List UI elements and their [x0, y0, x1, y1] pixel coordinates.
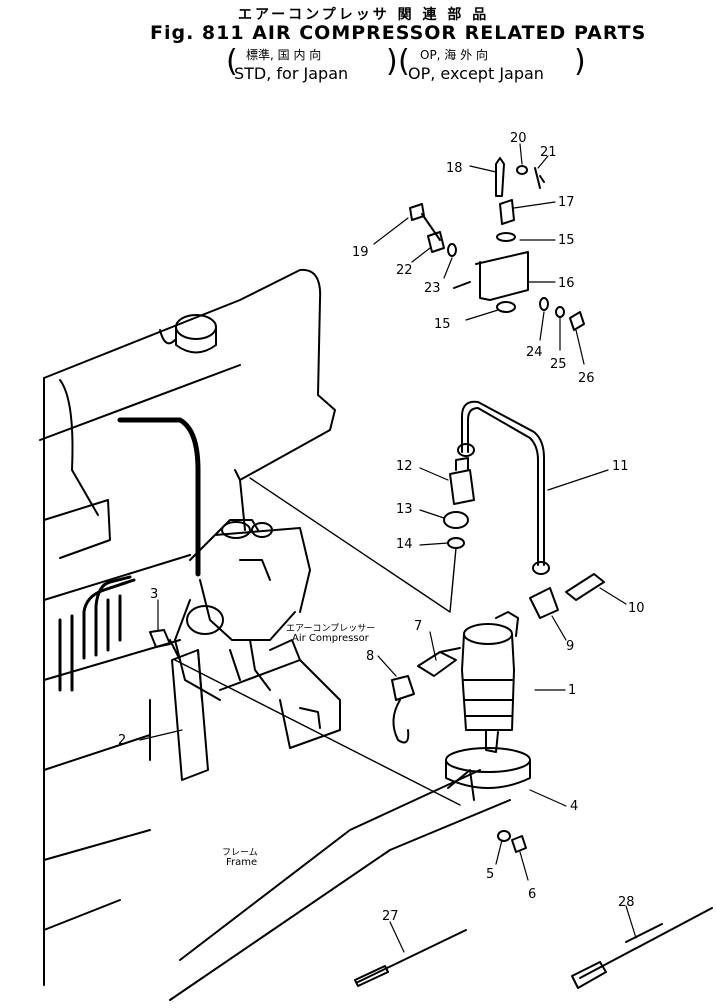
- air-compressor-caption-jp: エアーコンプレッサー: [286, 624, 376, 634]
- bracket-line: [174, 659, 461, 806]
- air-compressor-caption-en: Air Compressor: [292, 633, 369, 644]
- callout-20: 20: [510, 131, 527, 146]
- nut-13: [443, 511, 469, 529]
- coupler-7: [417, 647, 461, 677]
- callout-4: 4: [570, 799, 578, 814]
- washer-24: [539, 297, 549, 311]
- cotter-pin-21: [534, 167, 545, 189]
- subtitle-std-japan: STD, for Japan: [234, 64, 349, 83]
- drain-cock-8: [391, 675, 415, 744]
- callout-15-upper: 15: [558, 233, 575, 248]
- inlet-pipe: [117, 417, 201, 577]
- paren-open-right: (: [398, 44, 410, 79]
- leader-lines: [139, 143, 637, 953]
- pin-18: [495, 157, 505, 197]
- callout-14: 14: [396, 537, 413, 552]
- callout-6: 6: [528, 887, 536, 902]
- bolt-22: [427, 231, 445, 253]
- callout-28: 28: [618, 895, 635, 910]
- hose-line: [249, 477, 457, 613]
- nut-6: [511, 835, 527, 853]
- upper-bracket-16: [453, 251, 529, 301]
- callout-9: 9: [566, 639, 574, 654]
- band-clamp-4: [445, 747, 531, 801]
- callout-16: 16: [558, 276, 575, 291]
- engine-block-outline: [39, 268, 511, 1001]
- bracket-angle-2: [171, 649, 209, 781]
- fitting-10: [565, 573, 605, 601]
- washer-15-lower: [496, 301, 516, 313]
- callout-11: 11: [612, 459, 629, 474]
- elbow-9: [529, 587, 559, 619]
- paren-close-left: ): [386, 44, 398, 79]
- subtitle-japanese-left: 標準, 国 内 向: [246, 48, 322, 62]
- callout-15-lower: 15: [434, 317, 451, 332]
- callout-10: 10: [628, 601, 645, 616]
- tool-28: [571, 907, 713, 989]
- paren-open-left: (: [226, 44, 238, 79]
- washer-25: [555, 306, 565, 318]
- callout-8: 8: [366, 649, 374, 664]
- bolt-19: [409, 203, 441, 241]
- injection-pipes: [58, 575, 136, 692]
- tool-27: [354, 929, 467, 987]
- callout-26: 26: [578, 371, 595, 386]
- subtitle-op-export: OP, except Japan: [408, 64, 544, 83]
- callout-13: 13: [396, 502, 413, 517]
- callout-19: 19: [352, 245, 369, 260]
- pipe-11: [457, 400, 550, 575]
- frame-caption-en: Frame: [226, 857, 258, 868]
- callout-21: 21: [540, 145, 557, 160]
- frame-caption-jp: フレーム: [222, 848, 258, 858]
- callout-24: 24: [526, 345, 543, 360]
- bolt-3: [149, 629, 181, 661]
- figure-title: Fig. 811 AIR COMPRESSOR RELATED PARTS: [150, 22, 647, 44]
- washer-20: [516, 165, 528, 175]
- callout-17: 17: [558, 195, 575, 210]
- callout-7: 7: [414, 619, 422, 634]
- callout-3: 3: [150, 587, 158, 602]
- air-compressor-body: [174, 519, 311, 701]
- callout-1: 1: [568, 683, 576, 698]
- wing-nut-26: [569, 311, 585, 331]
- connector-12: [449, 457, 475, 505]
- callout-18: 18: [446, 161, 463, 176]
- bolt-17: [499, 199, 515, 225]
- washer-15-upper: [496, 232, 516, 242]
- callout-23: 23: [424, 281, 441, 296]
- air-filter-1: [461, 611, 519, 753]
- callout-numbers: 1 2 3 4 5 6 7 8 9 10 11 12 13 14 15 15 1…: [118, 131, 645, 924]
- o-ring-14: [447, 537, 465, 549]
- callout-5: 5: [486, 867, 494, 882]
- washer-23: [447, 243, 457, 257]
- washer-5: [497, 830, 511, 842]
- callout-12: 12: [396, 459, 413, 474]
- callout-25: 25: [550, 357, 567, 372]
- callout-22: 22: [396, 263, 413, 278]
- subtitle-japanese-right: OP, 海 外 向: [420, 48, 488, 62]
- callout-2: 2: [118, 733, 126, 748]
- callout-27: 27: [382, 909, 399, 924]
- title-japanese: エアーコンプレッサ 関 連 部 品: [238, 7, 490, 23]
- paren-close-right: ): [574, 44, 586, 79]
